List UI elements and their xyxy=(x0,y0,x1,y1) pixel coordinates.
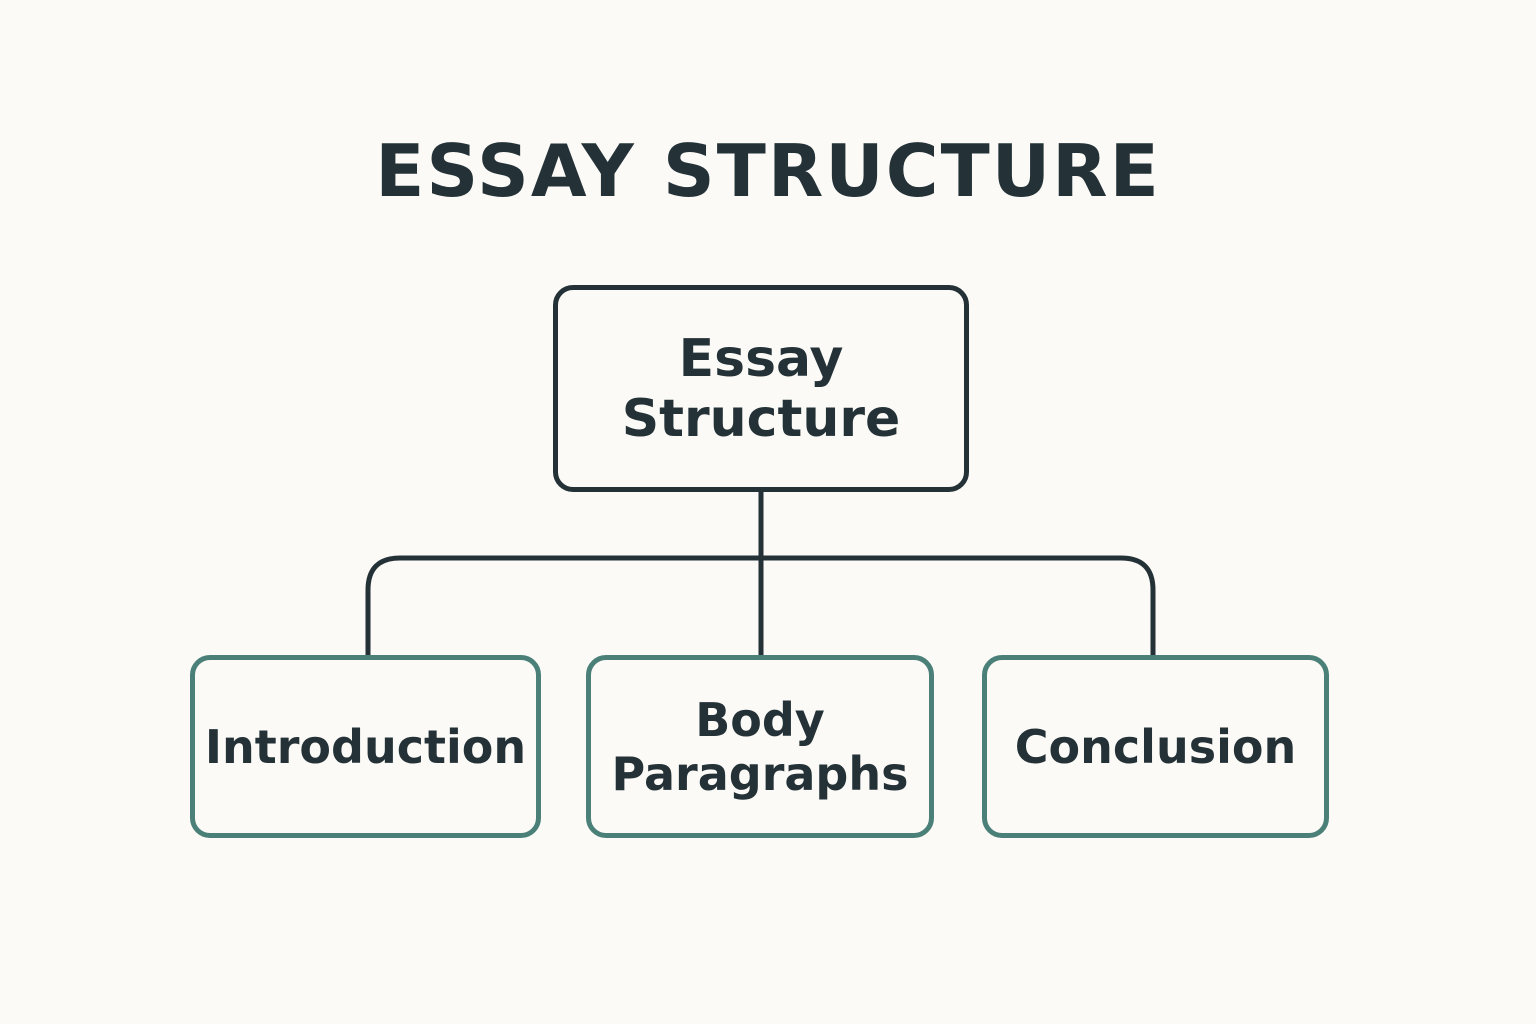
node-introduction-label: Introduction xyxy=(204,719,527,774)
node-introduction: Introduction xyxy=(190,655,541,838)
branch-bus-connector xyxy=(365,555,1156,655)
node-essay-structure: Essay Structure xyxy=(553,285,969,492)
node-body-paragraphs-label: Body Paragraphs xyxy=(611,692,909,801)
node-conclusion: Conclusion xyxy=(982,655,1329,838)
node-body-paragraphs: Body Paragraphs xyxy=(586,655,934,838)
node-conclusion-label: Conclusion xyxy=(1014,719,1297,774)
diagram-title: ESSAY STRUCTURE xyxy=(375,129,1161,213)
node-essay-structure-label: Essay Structure xyxy=(621,328,901,449)
